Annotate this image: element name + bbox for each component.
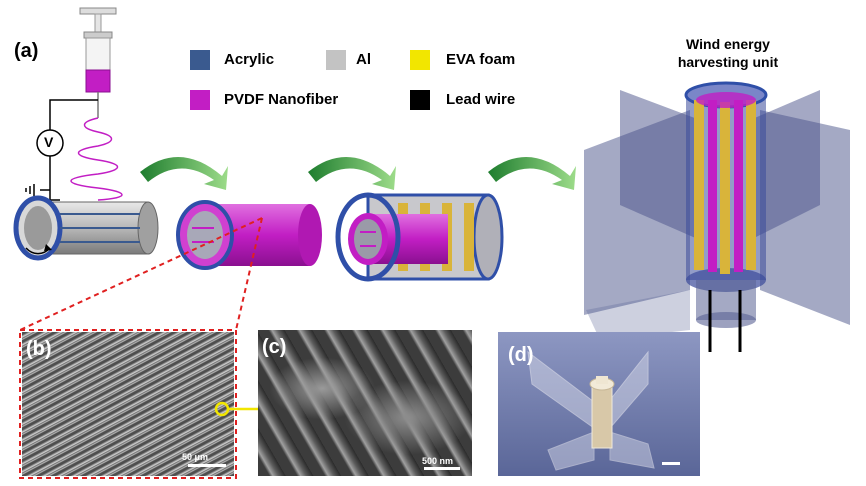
syringe-illustration <box>79 7 117 118</box>
voltmeter-icon <box>36 129 64 157</box>
rotating-collector <box>13 195 159 261</box>
legend-swatch-eva <box>410 50 430 70</box>
unit-title-line1: Wind energy <box>686 36 770 52</box>
voltmeter-label: V <box>44 134 54 150</box>
unit-title-line2: harvesting unit <box>677 54 779 70</box>
legend-label-lead-wire: Lead wire <box>446 91 516 108</box>
legend-label-al: Al <box>356 51 371 68</box>
legend-label-acrylic: Acrylic <box>224 51 275 68</box>
legend-swatch-lead-wire <box>410 90 430 110</box>
sem-image-c: (c) 500 nm <box>258 330 472 476</box>
device-photo-drawing <box>527 350 680 471</box>
electrospun-jet <box>70 117 123 201</box>
legend-swatch-acrylic <box>190 50 210 70</box>
panel-label-a: (a) <box>14 40 39 62</box>
wind-harvesting-unit <box>584 81 850 352</box>
assembled-cylinder <box>335 192 504 282</box>
device-photo-d: (d) <box>498 332 700 476</box>
process-arrow-2 <box>308 156 396 190</box>
panel-label-c: (c) <box>262 336 287 358</box>
scalebar-b-label: 50 μm <box>182 452 209 462</box>
legend-swatch-pvdf <box>190 90 210 110</box>
legend-swatch-al <box>326 50 346 70</box>
scalebar-c <box>424 467 460 470</box>
panel-label-d: (d) <box>508 344 534 366</box>
process-arrow-1 <box>140 156 228 190</box>
pvdf-coated-cylinder <box>176 200 322 270</box>
scalebar-b <box>188 464 226 467</box>
legend-label-pvdf: PVDF Nanofiber <box>224 91 339 108</box>
scalebar-c-label: 500 nm <box>422 456 454 466</box>
zoom-indicator <box>19 217 263 479</box>
legend-label-eva: EVA foam <box>446 51 516 68</box>
panel-label-b: (b) <box>26 338 52 360</box>
process-arrow-3 <box>488 156 576 190</box>
sem-image-b: (b) 50 μm <box>22 332 234 476</box>
